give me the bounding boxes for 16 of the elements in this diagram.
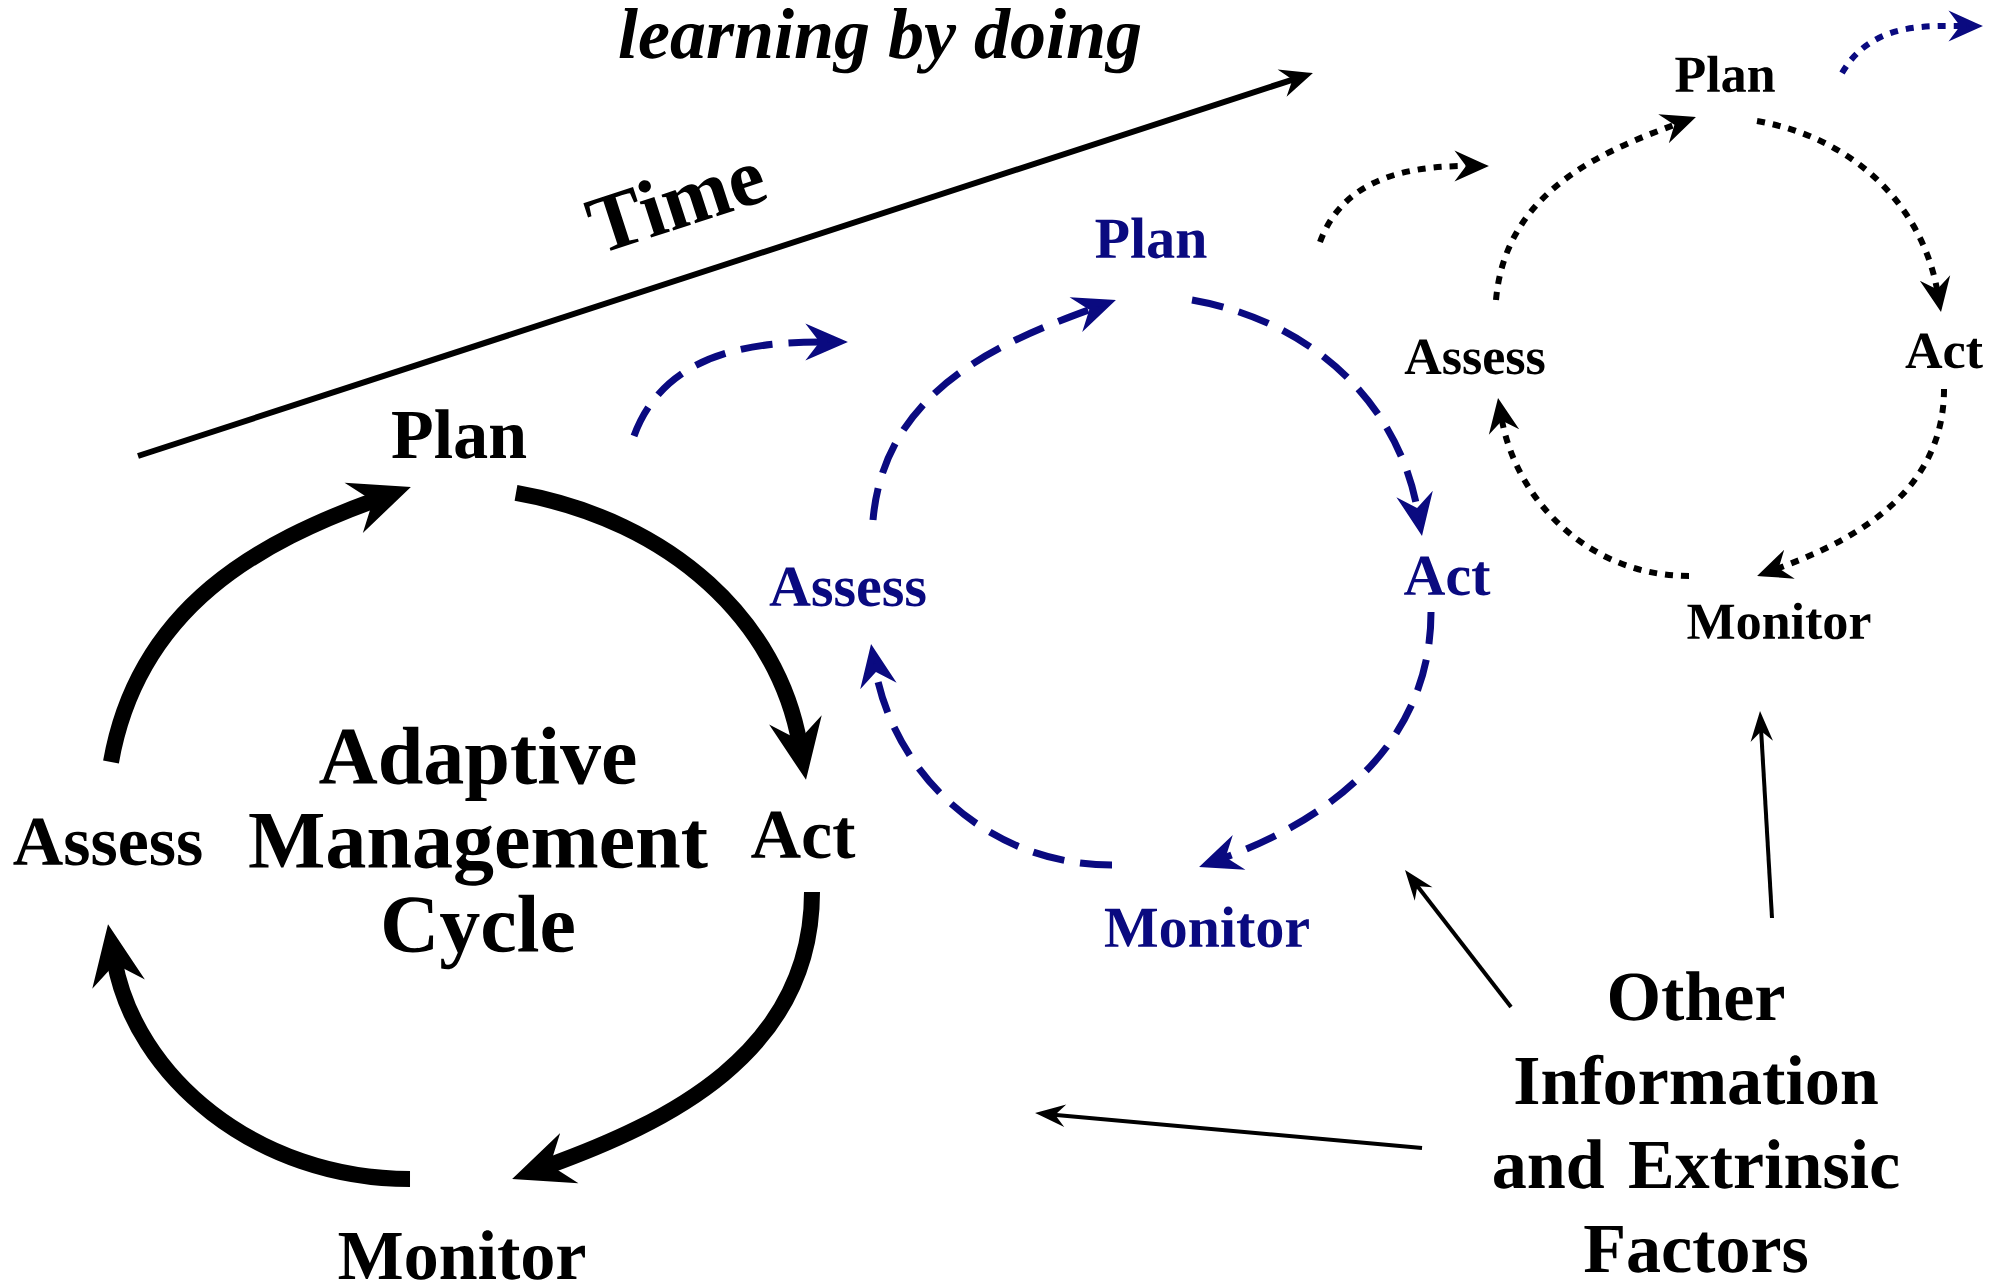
cycle-label: Adaptive Management Cycle — [249, 726, 708, 970]
step-label: Assess — [1404, 339, 1545, 375]
step-label: Assess — [769, 567, 926, 607]
info-text: Other Information and Extrinsic Factors — [1494, 971, 1899, 1273]
title: learning by doing — [619, 8, 1141, 74]
step-label: Plan — [392, 409, 527, 459]
step-label: Act — [751, 811, 856, 859]
step-label: Monitor — [1104, 906, 1309, 948]
step-label: Act — [1404, 556, 1491, 596]
step-label: Monitor — [1687, 602, 1871, 640]
step-label: Plan — [1675, 55, 1775, 93]
step-label: Act — [1905, 333, 1983, 369]
step-label: Monitor — [338, 1230, 585, 1280]
time-label: Time — [583, 166, 768, 251]
step-label: Plan — [1095, 217, 1207, 259]
step-label: Assess — [13, 818, 202, 866]
